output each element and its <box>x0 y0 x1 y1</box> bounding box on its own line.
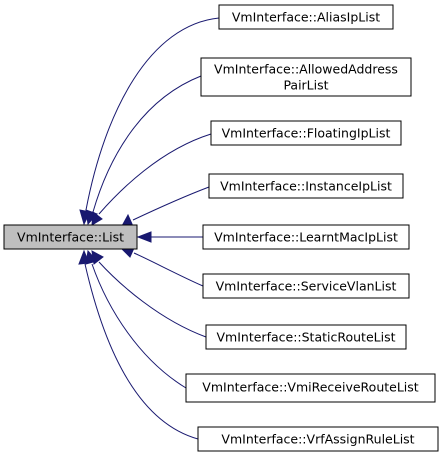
derived-class-label: VmInterface::VrfAssignRuleList <box>221 432 414 447</box>
inheritance-edge <box>133 252 204 287</box>
derived-class-box <box>210 120 402 146</box>
derived-class-box <box>197 426 439 452</box>
inheritance-edge <box>98 133 212 215</box>
derived-class-box <box>208 173 404 199</box>
derived-class-node[interactable]: VmInterface::FloatingIpList <box>210 120 402 146</box>
derived-class-box <box>205 324 407 350</box>
derived-class-node[interactable]: VmInterface::InstanceIpList <box>208 173 404 199</box>
derived-class-node[interactable]: VmInterface::VmiReceiveRouteList <box>185 373 436 403</box>
inheritance-arrowhead <box>136 231 152 243</box>
derived-class-node[interactable]: VmInterface::AllowedAddress PairList <box>200 57 412 97</box>
derived-class-node[interactable]: VmInterface::LearntMacIpList <box>202 224 410 250</box>
inheritance-arrowhead <box>121 213 133 227</box>
derived-class-node[interactable]: VmInterface::VrfAssignRuleList <box>197 426 439 452</box>
derived-class-label: PairList <box>283 78 328 93</box>
inheritance-arrowhead <box>91 211 103 226</box>
inheritance-edge <box>98 261 207 338</box>
derived-class-nodes: VmInterface::AliasIpList VmInterface::Al… <box>185 4 439 452</box>
base-class-label: VmInterface::List <box>17 230 124 245</box>
base-class-node[interactable]: VmInterface::List <box>3 224 138 250</box>
derived-class-label: VmInterface::VmiReceiveRouteList <box>202 380 418 395</box>
derived-class-label: VmInterface::LearntMacIpList <box>214 230 398 245</box>
inheritance-edge <box>84 263 199 440</box>
base-class-box <box>3 224 138 250</box>
derived-class-box <box>218 4 394 30</box>
derived-class-box <box>202 224 410 250</box>
derived-class-node[interactable]: VmInterface::AliasIpList <box>218 4 394 30</box>
derived-class-label: VmInterface::StaticRouteList <box>217 330 396 345</box>
derived-class-label: VmInterface::InstanceIpList <box>220 179 392 194</box>
derived-class-box <box>202 273 410 299</box>
inheritance-edge <box>85 17 220 211</box>
derived-class-box <box>185 373 436 403</box>
derived-class-label: VmInterface::AliasIpList <box>232 10 380 25</box>
inheritance-edge <box>92 75 202 213</box>
inheritance-edge <box>132 186 210 221</box>
derived-class-label: VmInterface::AllowedAddress <box>214 62 398 77</box>
inheritance-edges <box>78 17 220 440</box>
derived-class-label: VmInterface::ServiceVlanList <box>216 279 397 294</box>
inheritance-arrowhead <box>78 249 90 265</box>
inheritance-edge <box>91 263 187 389</box>
derived-class-label: VmInterface::FloatingIpList <box>222 126 391 141</box>
derived-class-box <box>200 57 412 97</box>
derived-class-node[interactable]: VmInterface::ServiceVlanList <box>202 273 410 299</box>
derived-class-node[interactable]: VmInterface::StaticRouteList <box>205 324 407 350</box>
